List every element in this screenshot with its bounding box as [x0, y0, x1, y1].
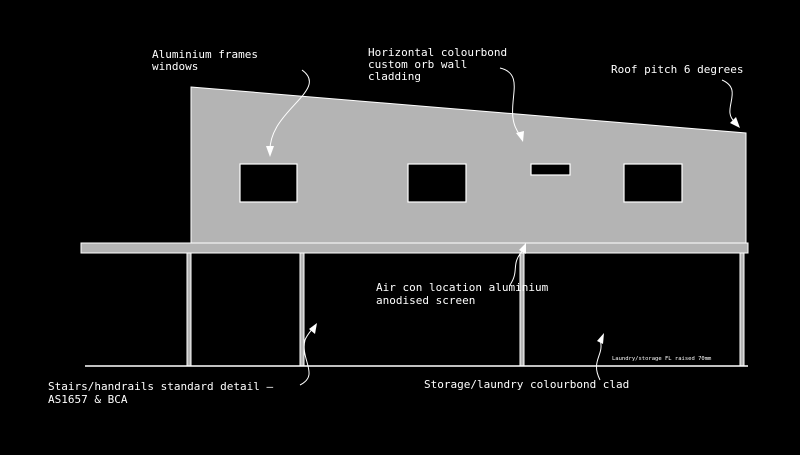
leader-floor-note [595, 333, 604, 381]
leader-cladding [499, 67, 524, 142]
window-4 [623, 163, 683, 203]
window-2 [407, 163, 467, 203]
window-1 [239, 163, 298, 203]
leader-roof [721, 79, 740, 128]
label-windows: Aluminium frames windows [152, 48, 265, 73]
label-floor-note: Laundry/storage FL raised 70mm [612, 356, 712, 362]
leader-windows [266, 69, 310, 157]
post-2 [299, 252, 305, 367]
label-cladding: Horizontal colourbond custom orb wall cl… [368, 46, 514, 83]
label-roof-pitch: Roof pitch 6 degrees [611, 63, 743, 76]
post-3 [519, 252, 525, 367]
leader-stairs [299, 323, 317, 386]
leader-aircon [509, 243, 526, 286]
post-4 [739, 252, 745, 367]
label-aircon: Air con location aluminium anodised scre… [376, 281, 555, 307]
label-stairs: Stairs/handrails standard detail — AS165… [48, 380, 280, 406]
window-3-small [530, 163, 571, 176]
floor-slab [80, 242, 749, 254]
post-1 [186, 252, 192, 367]
label-storage: Storage/laundry colourbond clad [424, 378, 629, 391]
